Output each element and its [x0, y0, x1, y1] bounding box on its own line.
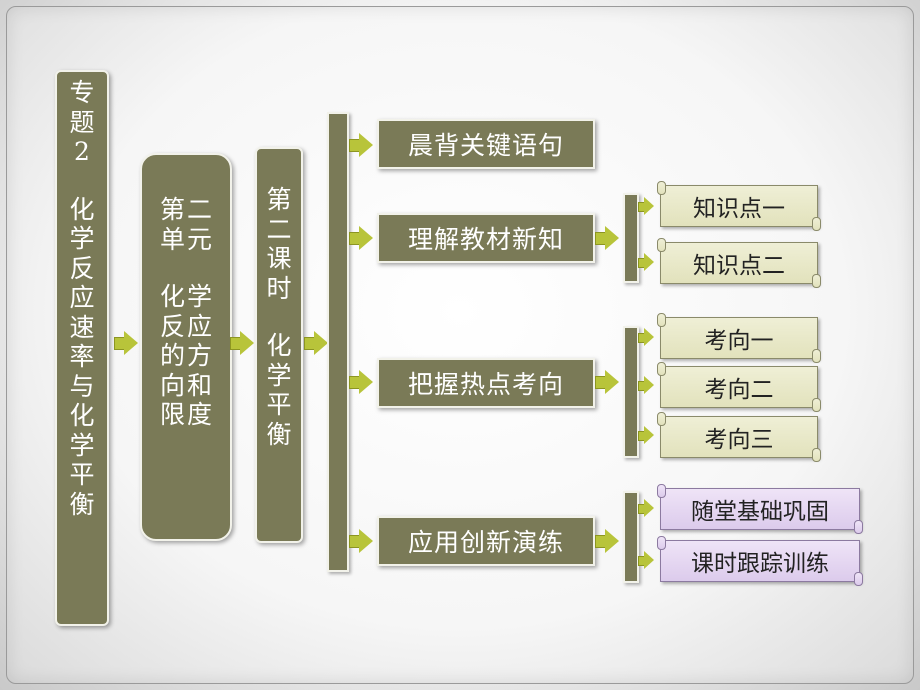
- topic-char: 学: [69, 224, 95, 253]
- lesson-char: 课: [266, 244, 292, 273]
- section-label: 应用创新演练: [407, 528, 564, 557]
- unit-char: 方: [187, 341, 213, 370]
- lesson-char: 平: [266, 390, 292, 419]
- unit-char: 限: [159, 400, 185, 429]
- unit-char: 和: [187, 370, 213, 400]
- subtopic-scroll: 考向三: [657, 412, 821, 462]
- topic-char: 反: [69, 253, 95, 283]
- unit-char: 单: [159, 224, 185, 254]
- topic-char: 化: [69, 194, 95, 224]
- topic-char: 题: [69, 107, 95, 137]
- practice-scroll: 课时跟踪训练: [657, 536, 863, 586]
- subtopic-scroll: 考向一: [657, 313, 821, 363]
- subtopic-scroll: 考向二: [657, 362, 821, 412]
- section-label: 晨背关键语句: [407, 131, 564, 160]
- practice-label: 课时跟踪训练: [691, 551, 829, 577]
- lesson-char: 学: [266, 360, 292, 390]
- unit-box: 第 单 化 反 的 向 限 二 元 学 应 方 和 度: [140, 153, 232, 541]
- subtopic-label: 知识点二: [693, 253, 785, 279]
- unit-char: 二: [187, 195, 213, 224]
- section-box: 应用创新演练: [377, 516, 595, 566]
- sub-bracket: [623, 193, 639, 283]
- unit-char: 向: [159, 370, 185, 400]
- sub-bracket: [623, 491, 639, 583]
- section-label: 把握热点考向: [407, 370, 564, 399]
- practice-scroll: 随堂基础巩固: [657, 484, 863, 534]
- lesson-char: 化: [266, 331, 292, 360]
- unit-char: 应: [187, 311, 213, 341]
- subtopic-scroll: 知识点二: [657, 238, 821, 288]
- section-box: 晨背关键语句: [377, 119, 595, 169]
- topic-char: 学: [69, 430, 95, 460]
- sub-bracket: [623, 326, 639, 458]
- lesson-box: 第 二 课 时 化 学 平 衡: [255, 147, 303, 543]
- unit-char: 反: [159, 311, 185, 341]
- unit-char: 元: [187, 224, 213, 254]
- topic-char: 应: [69, 283, 95, 312]
- section-box: 理解教材新知: [377, 213, 595, 263]
- section-box: 把握热点考向: [377, 358, 595, 408]
- unit-char: 的: [159, 341, 185, 370]
- topic-char: 速: [69, 312, 95, 342]
- topic-char: 化: [69, 401, 95, 430]
- section-bracket: [327, 112, 349, 572]
- topic-char: 平: [69, 460, 95, 489]
- unit-char: 化: [159, 282, 185, 311]
- lesson-char: 二: [266, 214, 292, 244]
- unit-char: 第: [159, 195, 185, 224]
- section-label: 理解教材新知: [407, 225, 564, 254]
- lesson-char: 时: [266, 273, 292, 303]
- lesson-char: 衡: [266, 419, 292, 449]
- topic-char: 衡: [69, 489, 95, 519]
- subtopic-label: 考向二: [704, 377, 774, 403]
- topic-char: 与: [69, 371, 95, 401]
- subtopic-label: 考向一: [704, 328, 774, 354]
- topic-char: 2: [74, 137, 90, 166]
- subtopic-label: 考向三: [704, 427, 774, 453]
- unit-char: 学: [187, 282, 213, 311]
- subtopic-label: 知识点一: [693, 196, 785, 222]
- topic-char: 专: [69, 78, 95, 107]
- lesson-char: 第: [266, 185, 292, 214]
- practice-label: 随堂基础巩固: [691, 499, 829, 525]
- subtopic-scroll: 知识点一: [657, 181, 821, 231]
- unit-char: 度: [187, 400, 213, 429]
- topic-box: 专 题 2 化 学 反 应 速 率 与 化 学 平 衡: [55, 70, 109, 626]
- topic-char: 率: [69, 342, 95, 371]
